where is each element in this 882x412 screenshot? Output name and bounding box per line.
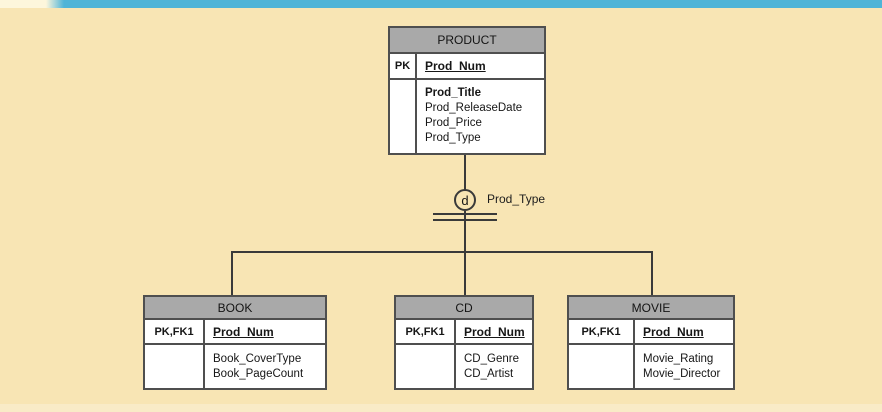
entity-movie-key-attribute: Prod_Num: [643, 324, 704, 339]
top-accent-bar: [0, 0, 882, 8]
entity-cd-empty-cell: [396, 345, 456, 390]
entity-product-key-attribute: Prod_Num: [425, 59, 486, 73]
entity-product-empty-cell: [390, 80, 417, 155]
entity-product-attribute-row: Prod_Title Prod_ReleaseDate Prod_Price P…: [390, 80, 544, 155]
entity-cd-key-row: PK,FK1 Prod_Num: [396, 320, 532, 345]
entity-product: PRODUCT PK Prod_Num Prod_Title Prod_Rele…: [388, 26, 546, 155]
attribute-item: Prod_ReleaseDate: [425, 102, 523, 114]
entity-cd-attribute-row: CD_Genre CD_Artist: [396, 345, 532, 390]
entity-product-attribute-list: Prod_Title Prod_ReleaseDate Prod_Price P…: [417, 80, 544, 155]
entity-movie-title: MOVIE: [569, 297, 733, 320]
disjoint-symbol: d: [461, 192, 469, 208]
disjoint-indicator: d: [454, 189, 476, 211]
attribute-item: Prod_Price: [425, 117, 482, 129]
center-connector-line: [464, 211, 466, 295]
subtype-horizontal-connector: [231, 251, 653, 253]
entity-cd-title: CD: [396, 297, 532, 320]
entity-cd-attribute-list: CD_Genre CD_Artist: [456, 345, 532, 390]
discriminator-label: Prod_Type: [487, 192, 546, 206]
entity-book-key-attribute: Prod_Num: [213, 324, 274, 339]
entity-product-title: PRODUCT: [390, 28, 544, 54]
entity-cd-key-attribute: Prod_Num: [464, 324, 525, 339]
bottom-accent-strip: [0, 404, 882, 412]
entity-cd: CD PK,FK1 Prod_Num CD_Genre CD_Artist: [394, 295, 534, 390]
entity-book-key-row: PK,FK1 Prod_Num: [145, 320, 325, 345]
supertype-connector-line: [464, 155, 466, 191]
entity-movie-key-label: PK,FK1: [569, 320, 635, 343]
entity-product-key-row: PK Prod_Num: [390, 54, 544, 80]
attribute-item: CD_Artist: [464, 368, 514, 380]
subtype-connector-book: [231, 251, 233, 295]
entity-cd-key-label: PK,FK1: [396, 320, 456, 343]
entity-book-title: BOOK: [145, 297, 325, 320]
entity-book-attribute-row: Book_CoverType Book_PageCount: [145, 345, 325, 390]
completeness-double-line-bottom: [433, 219, 497, 221]
entity-movie-attribute-row: Movie_Rating Movie_Director: [569, 345, 733, 390]
entity-movie-attribute-list: Movie_Rating Movie_Director: [635, 345, 733, 390]
attribute-item: Prod_Title: [425, 87, 482, 99]
attribute-item: Movie_Director: [643, 368, 721, 380]
attribute-item: Book_CoverType: [213, 353, 302, 365]
attribute-item: CD_Genre: [464, 353, 519, 365]
entity-movie-key-row: PK,FK1 Prod_Num: [569, 320, 733, 345]
attribute-item: Movie_Rating: [643, 353, 714, 365]
entity-movie: MOVIE PK,FK1 Prod_Num Movie_Rating Movie…: [567, 295, 735, 390]
entity-book-key-label: PK,FK1: [145, 320, 205, 343]
entity-book-empty-cell: [145, 345, 205, 390]
entity-movie-empty-cell: [569, 345, 635, 390]
attribute-item: Prod_Type: [425, 132, 481, 144]
attribute-item: Book_PageCount: [213, 368, 304, 380]
entity-book: BOOK PK,FK1 Prod_Num Book_CoverType Book…: [143, 295, 327, 390]
subtype-connector-movie: [651, 251, 653, 295]
entity-product-key-label: PK: [390, 54, 417, 78]
entity-book-attribute-list: Book_CoverType Book_PageCount: [205, 345, 325, 390]
completeness-double-line-top: [433, 213, 497, 215]
